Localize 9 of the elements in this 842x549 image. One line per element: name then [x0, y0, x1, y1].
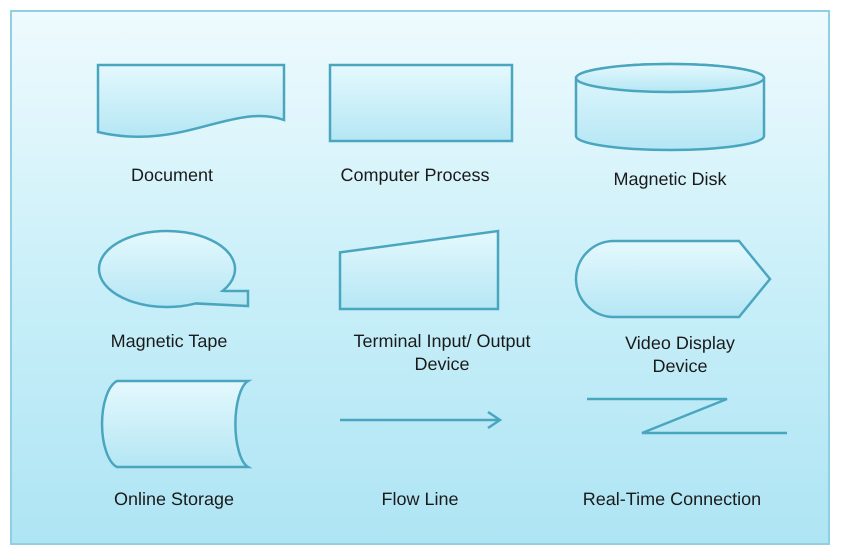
symbol-label: Online Storage: [112, 488, 236, 511]
symbol-label: Magnetic Tape: [110, 330, 228, 353]
symbol-label: Terminal Input/ Output Device: [352, 330, 532, 376]
symbol-label: Real-Time Connection: [582, 488, 762, 511]
symbol-label: Video Display Device: [624, 332, 736, 378]
symbol-label: Flow Line: [380, 488, 460, 511]
symbol-label: Magnetic Disk: [612, 168, 728, 191]
symbol-label: Computer Process: [339, 164, 491, 187]
symbol-label: Document: [130, 164, 214, 187]
